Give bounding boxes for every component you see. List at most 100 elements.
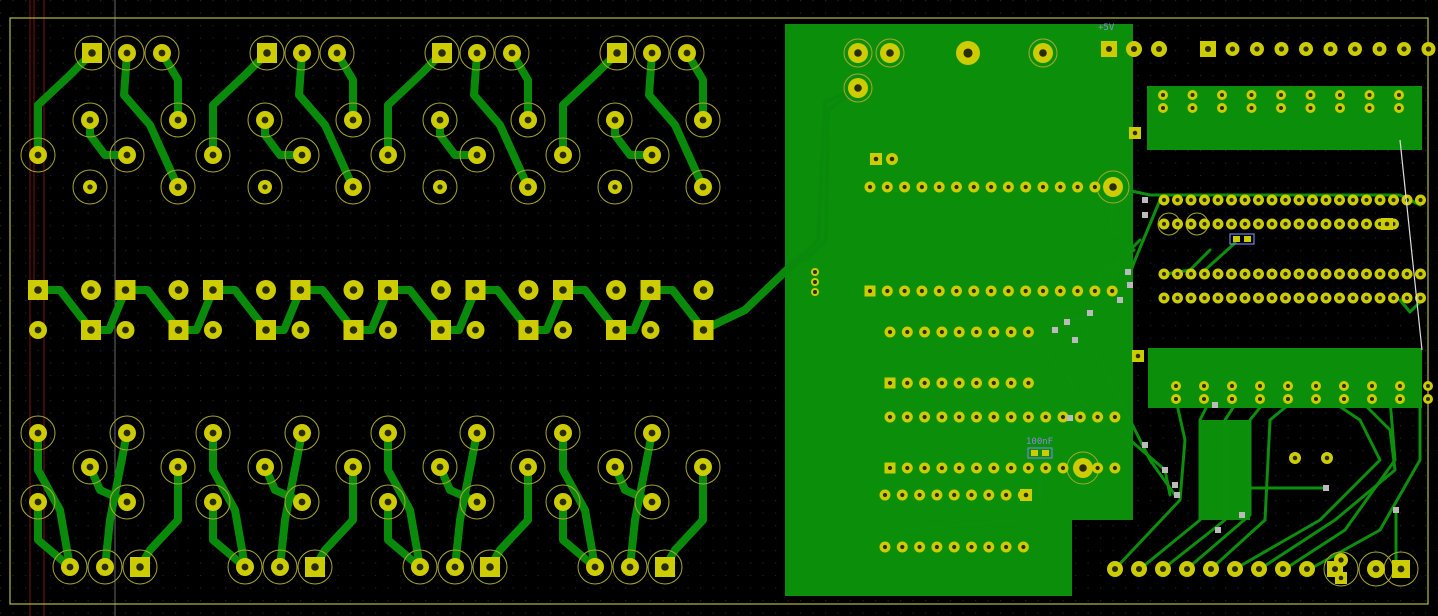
drill-hole (1078, 414, 1083, 420)
courtyard-ring (634, 415, 670, 451)
courtyard-ring (510, 169, 546, 205)
drill-hole (1092, 184, 1097, 190)
trace (508, 49, 532, 124)
courtyard-ring (160, 102, 196, 138)
drill-hole (919, 184, 924, 190)
drill-hole (1174, 397, 1178, 401)
thin-trace (1138, 398, 1212, 571)
drill-hole (611, 116, 619, 124)
drill-hole (1258, 384, 1262, 388)
drill-hole (1310, 197, 1315, 203)
drill-hole (1079, 464, 1087, 472)
drill-hole (298, 49, 306, 57)
drill-hole (261, 116, 269, 124)
courtyard-ring (109, 415, 145, 451)
courtyard-ring (227, 549, 263, 585)
drill-hole (1303, 565, 1311, 573)
drill-hole (86, 116, 94, 124)
via (1142, 442, 1148, 448)
drill-hole (1043, 414, 1048, 420)
drill-hole (1229, 221, 1234, 227)
courtyard-ring (195, 484, 231, 520)
courtyard-ring (109, 484, 145, 520)
drill-hole (1026, 465, 1031, 471)
courtyard-ring (195, 137, 231, 173)
drill-hole (1370, 384, 1374, 388)
drill-hole (971, 288, 976, 294)
drill-hole (1338, 93, 1342, 97)
drill-hole (1026, 414, 1031, 420)
drill-hole (209, 151, 217, 159)
drill-hole (591, 563, 599, 571)
drill-hole (1112, 465, 1117, 471)
drill-hole (939, 414, 944, 420)
drill-hole (1130, 45, 1138, 53)
drill-hole (882, 492, 888, 498)
drill-hole (1175, 221, 1180, 227)
drill-hole (1242, 221, 1248, 227)
via (1142, 197, 1148, 203)
drill-hole (1174, 384, 1178, 388)
courtyard-ring (545, 137, 581, 173)
drill-hole (1258, 397, 1262, 401)
courtyard-ring (634, 35, 670, 71)
drill-hole (1337, 295, 1342, 301)
courtyard-ring (459, 35, 495, 71)
drill-hole (1337, 221, 1342, 227)
drill-hole (87, 286, 95, 294)
drill-hole (1296, 295, 1302, 301)
drill-hole (611, 463, 619, 471)
copper-zone (785, 24, 1133, 596)
drill-hole (349, 286, 358, 294)
drill-hole (969, 492, 974, 498)
courtyard-ring (195, 415, 231, 451)
courtyard-ring (422, 102, 458, 138)
drill-hole (1283, 197, 1288, 203)
courtyard-ring (335, 102, 371, 138)
smd-capacitor-c1[interactable] (1229, 233, 1255, 245)
drill-hole (937, 288, 942, 294)
courtyard-ring (262, 549, 298, 585)
drill-hole (1183, 565, 1191, 573)
via (1174, 492, 1180, 498)
drill-hole (1279, 93, 1283, 97)
drill-hole (1323, 221, 1329, 227)
trace (276, 429, 306, 571)
drill-hole (1254, 46, 1260, 52)
drill-hole (1207, 565, 1215, 573)
via (1172, 482, 1178, 488)
smd-capacitor-c2[interactable] (1027, 447, 1053, 459)
component-pads[interactable] (28, 41, 1436, 584)
trace (451, 429, 481, 571)
courtyard-ring (319, 35, 355, 71)
drill-hole (1112, 414, 1117, 420)
drill-hole (699, 326, 708, 334)
drill-hole (158, 49, 166, 57)
drill-hole (1310, 271, 1315, 277)
courtyard-ring (685, 102, 721, 138)
courtyard-ring (72, 102, 108, 138)
trace (559, 429, 599, 571)
drill-hole (1220, 93, 1224, 97)
drill-hole (1229, 271, 1234, 277)
courtyard-ring (545, 415, 581, 451)
drill-hole (991, 414, 996, 420)
drill-hole (648, 429, 656, 437)
drill-hole (559, 429, 567, 437)
courtyard-ring (284, 415, 320, 451)
drill-hole (1231, 565, 1239, 573)
copper-traces (34, 49, 860, 571)
drill-hole (1161, 197, 1167, 203)
drill-hole (699, 183, 707, 191)
drill-hole (887, 414, 893, 420)
drill-hole (1004, 544, 1009, 550)
drill-hole (1327, 46, 1334, 52)
trace (34, 429, 74, 571)
via (1072, 337, 1078, 343)
drill-hole (174, 116, 182, 124)
drill-hole (699, 463, 707, 471)
drill-hole (1367, 106, 1372, 110)
drill-hole (952, 492, 957, 498)
trace (209, 498, 249, 571)
